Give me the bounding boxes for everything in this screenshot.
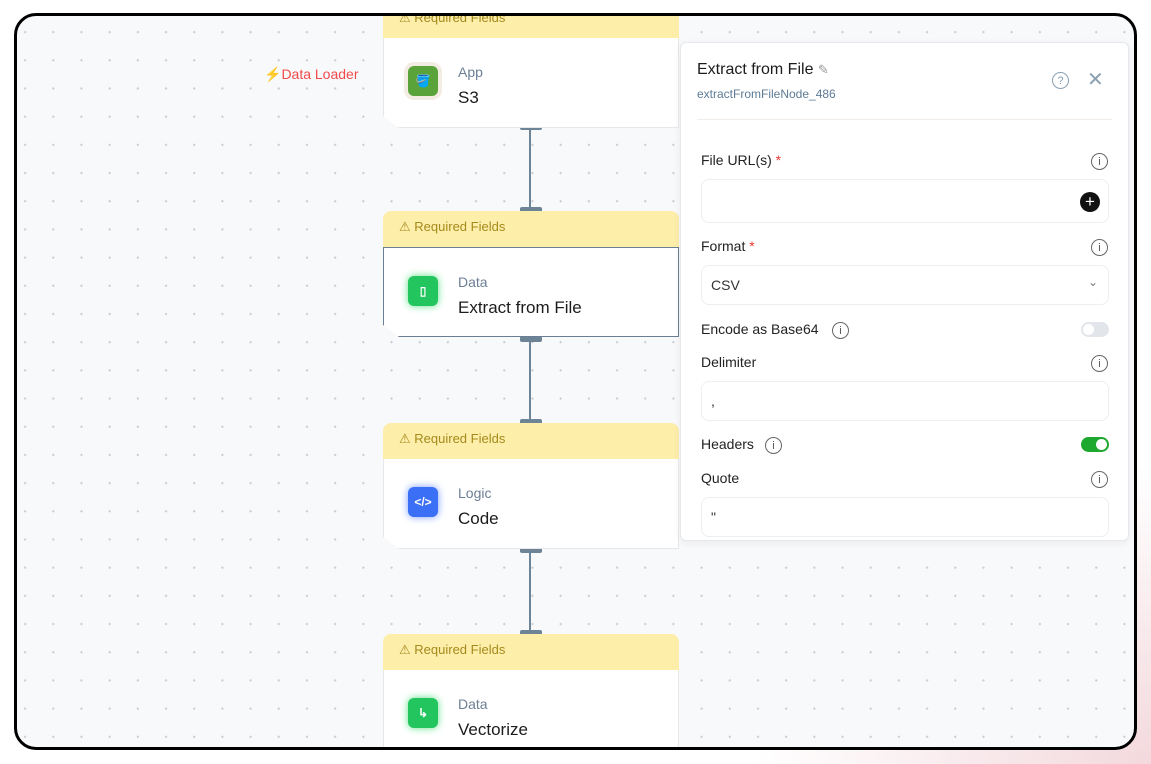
node-extract-from-file[interactable]: ⚠ Required Fields ▯ Data Extract from Fi… [383, 211, 679, 337]
group-label: ⚡Data Loader [264, 66, 359, 82]
edge [529, 551, 531, 637]
node-category: Logic [458, 485, 492, 501]
info-icon[interactable]: i [1091, 239, 1108, 256]
required-fields-banner: ⚠ Required Fields [383, 634, 679, 670]
encode-base64-toggle[interactable] [1081, 322, 1109, 337]
node-category: Data [458, 274, 488, 290]
info-icon[interactable]: i [1091, 471, 1108, 488]
chevron-down-icon: ⌄ [1087, 275, 1098, 289]
handle[interactable] [520, 336, 542, 342]
help-icon[interactable]: ? [1052, 72, 1069, 89]
required-fields-banner: ⚠ Required Fields [383, 423, 679, 459]
required-fields-banner: ⚠ Required Fields [383, 16, 679, 38]
file-urls-label: File URL(s) * [701, 152, 782, 168]
close-icon[interactable]: ✕ [1087, 69, 1104, 91]
node-name: S3 [458, 88, 479, 107]
vector-icon: ↳ [408, 698, 438, 728]
quote-label: Quote [701, 470, 740, 486]
info-icon[interactable]: i [832, 322, 849, 339]
encode-base64-label: Encode as Base64 [701, 321, 819, 337]
required-fields-banner: ⚠ Required Fields [383, 211, 679, 247]
file-urls-input[interactable]: + [701, 179, 1109, 223]
edit-pencil-icon[interactable]: ✎ [817, 62, 829, 77]
panel-title: Extract from File [697, 61, 814, 78]
node-code[interactable]: ⚠ Required Fields </> Logic Code [383, 423, 679, 549]
add-url-icon[interactable]: + [1080, 192, 1100, 212]
node-name: Vectorize [458, 720, 528, 739]
edge [529, 340, 531, 426]
quote-input[interactable]: " [701, 497, 1109, 537]
handle[interactable] [520, 547, 542, 553]
info-icon[interactable]: i [765, 437, 782, 454]
handle[interactable] [520, 207, 542, 213]
file-icon: ▯ [408, 276, 438, 306]
info-icon[interactable]: i [1091, 355, 1108, 372]
delimiter-input[interactable]: , [701, 381, 1109, 421]
group-label-text: Data Loader [281, 66, 359, 82]
headers-toggle[interactable] [1081, 437, 1109, 452]
bucket-icon: 🪣 [408, 66, 438, 96]
handle[interactable] [520, 630, 542, 636]
node-settings-panel: Extract from File ✎ extractFromFileNode_… [680, 42, 1129, 541]
code-icon: </> [408, 487, 438, 517]
divider [697, 119, 1112, 120]
workflow-canvas[interactable]: ⚡Data Loader ⚠ Required Fields 🪣 App S3 … [14, 13, 1137, 750]
node-category: Data [458, 696, 488, 712]
handle[interactable] [520, 419, 542, 425]
node-name: Code [458, 509, 499, 528]
node-category: App [458, 64, 483, 80]
node-vectorize[interactable]: ⚠ Required Fields ↳ Data Vectorize [383, 634, 679, 750]
headers-label: Headers [701, 436, 754, 452]
format-label: Format * [701, 238, 755, 254]
delimiter-label: Delimiter [701, 354, 757, 370]
node-name: Extract from File [458, 298, 582, 317]
edge [529, 128, 531, 214]
format-select[interactable]: CSV ⌄ [701, 265, 1109, 305]
node-id: extractFromFileNode_486 [697, 87, 836, 101]
node-s3[interactable]: ⚠ Required Fields 🪣 App S3 [383, 16, 679, 128]
info-icon[interactable]: i [1091, 153, 1108, 170]
